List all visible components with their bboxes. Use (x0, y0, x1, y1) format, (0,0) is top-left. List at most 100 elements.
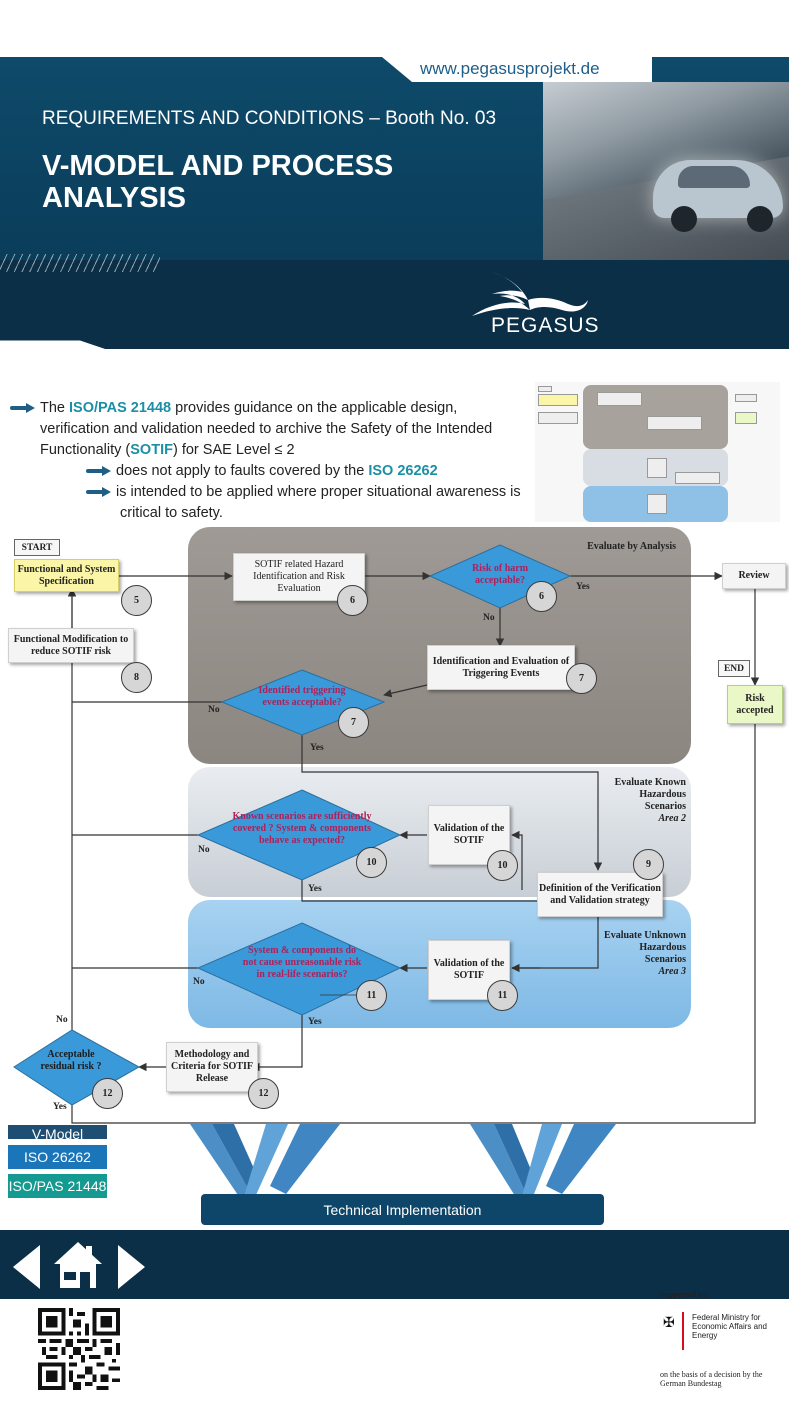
functional-spec-box[interactable]: Functional and System Specification (14, 559, 119, 592)
intro-text-part: The (40, 400, 70, 416)
thumbnail-box (647, 494, 667, 514)
navigation-bar (0, 1230, 789, 1299)
url-tab (382, 57, 652, 82)
technical-implementation-button[interactable]: Technical Implementation (201, 1194, 604, 1225)
flag-stripe (682, 1312, 684, 1350)
panel-title-text: Evaluate Known Hazardous Scenarios (614, 777, 686, 812)
intro-highlight: SOTIF (130, 442, 173, 458)
panel-title-text: Evaluate Unknown Hazardous Scenarios (604, 930, 686, 965)
arrow-right-icon (10, 403, 36, 414)
page-subtitle: REQUIREMENTS AND CONDITIONS – Booth No. … (42, 108, 497, 129)
risk-accepted-box[interactable]: Risk accepted (727, 685, 783, 724)
arrow-right-icon (86, 466, 112, 477)
triggering-diamond (220, 669, 386, 736)
yes-label: Yes (576, 582, 590, 592)
yes-label: Yes (310, 743, 324, 753)
yes-label: Yes (53, 1102, 67, 1112)
federal-eagle-icon: ✠ (663, 1314, 675, 1330)
panel-area-label: Area 3 (658, 966, 687, 977)
methodology-box[interactable]: Methodology and Criteria for SOTIF Relea… (166, 1042, 258, 1092)
panel-title-analysis: Evaluate by Analysis (587, 541, 676, 552)
next-arrow-icon[interactable] (118, 1245, 145, 1289)
tag-label: V-Model (31, 1126, 84, 1139)
step-number-badge: 7 (566, 663, 597, 694)
tag-iso-pas-21448[interactable]: ISO/PAS 21448 (8, 1174, 107, 1198)
step-number-badge: 9 (633, 849, 664, 880)
process-thumbnail[interactable] (535, 382, 780, 522)
step-number-badge: 12 (248, 1078, 279, 1109)
step-number-badge: 12 (92, 1078, 123, 1109)
decorative-hatch (0, 254, 160, 272)
yes-label: Yes (308, 884, 322, 894)
sotif-process-diagram: Evaluate by Analysis Evaluate Known Haza… (0, 525, 789, 1125)
arrow-right-icon (86, 487, 112, 498)
intro-paragraph: The ISO/PAS 21448 provides guidance on t… (10, 398, 530, 461)
no-label: No (483, 613, 495, 623)
system-risk-question: System & components do not cause unreaso… (242, 945, 362, 980)
intro-text: The ISO/PAS 21448 provides guidance on t… (10, 398, 530, 524)
thumbnail-box (538, 412, 578, 424)
review-box[interactable]: Review (722, 563, 786, 589)
start-label: START (14, 539, 60, 556)
v-model-shape-left (190, 1124, 340, 1204)
qr-code-icon (38, 1308, 120, 1390)
page-title: V-MODEL AND PROCESS ANALYSIS (42, 150, 394, 215)
thumbnail-box (675, 472, 720, 484)
thumbnail-box (538, 394, 578, 406)
pegasus-logo-icon (472, 272, 588, 316)
header-notch (0, 340, 120, 354)
pegasus-logo-text: PEGASUS (491, 314, 600, 337)
definition-strategy-box[interactable]: Definition of the Verification and Valid… (537, 872, 663, 917)
step-number-badge: 8 (121, 662, 152, 693)
intro-highlight: ISO/PAS 21448 (69, 400, 172, 416)
ministry-name: Federal Ministry for Economic Affairs an… (692, 1313, 768, 1340)
thumbnail-box (647, 416, 702, 430)
header-dark-band (0, 260, 789, 349)
thumbnail-box (538, 386, 552, 392)
thumbnail-box (735, 394, 757, 402)
diagram-connectors (13, 544, 760, 1124)
no-label: No (56, 1015, 68, 1025)
website-link[interactable]: www.pegasusprojekt.de (420, 59, 600, 78)
yes-label: Yes (308, 1017, 322, 1027)
known-scenarios-question: Known scenarios are sufficiently covered… (232, 811, 372, 846)
intro-text-part: ) for SAE Level ≤ 2 (172, 442, 295, 458)
intro-highlight: ISO 26262 (368, 463, 438, 479)
step-number-badge: 10 (487, 850, 518, 881)
system-risk-diamond (196, 922, 402, 1016)
known-scenarios-diamond (196, 789, 402, 881)
step-number-badge: 6 (526, 581, 557, 612)
end-label: END (718, 660, 750, 677)
home-icon[interactable] (52, 1240, 104, 1290)
v-model-shape-right (470, 1124, 616, 1204)
risk-harm-question: Risk of harm acceptable? (471, 563, 529, 586)
previous-arrow-icon[interactable] (13, 1245, 40, 1289)
risk-harm-diamond (428, 544, 572, 609)
step-number-badge: 11 (487, 980, 518, 1011)
no-label: No (198, 845, 210, 855)
step-number-badge: 10 (356, 847, 387, 878)
car-wheel (747, 206, 773, 232)
tag-v-model[interactable]: V-Model (8, 1125, 107, 1139)
panel-area-label: Area 2 (658, 813, 687, 824)
car-wheel (671, 206, 697, 232)
header-car-photo (543, 82, 789, 260)
triggering-identification-box[interactable]: Identification and Evaluation of Trigger… (427, 645, 575, 690)
functional-mod-box[interactable]: Functional Modification to reduce SOTIF … (8, 628, 134, 663)
residual-risk-diamond (13, 1029, 141, 1106)
intro-text-part: provides guidance on the applicable desi… (40, 400, 493, 458)
intro-bullet: is intended to be applied where proper s… (10, 482, 530, 524)
bundestag-decision-text: on the basis of a decision by the German… (660, 1370, 763, 1388)
no-label: No (193, 977, 205, 987)
tag-iso-26262[interactable]: ISO 26262 (8, 1145, 107, 1169)
step-number-badge: 6 (337, 585, 368, 616)
thumbnail-box (647, 458, 667, 478)
intro-text-part: is intended to be applied where proper s… (116, 484, 521, 521)
step-number-badge: 7 (338, 707, 369, 738)
triggering-question: Identified triggering events acceptable? (258, 685, 346, 708)
intro-text-part: does not apply to faults covered by the (116, 463, 369, 479)
car-window (678, 166, 750, 188)
intro-bullet: does not apply to faults covered by the … (10, 461, 530, 482)
